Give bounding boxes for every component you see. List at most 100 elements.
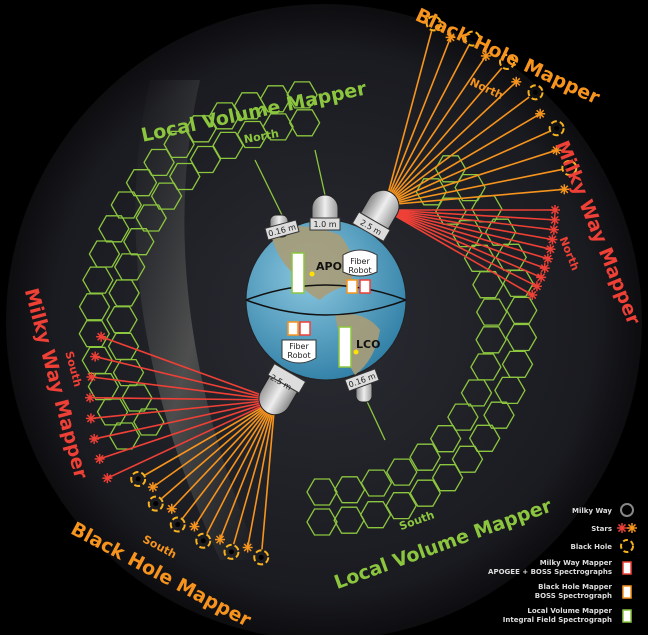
star-icon [90,434,99,443]
star-icon [97,332,106,341]
black-hole-core [504,59,510,65]
hexagon-field [135,204,167,232]
hexagon-field [185,115,217,143]
hexagon-field [262,113,294,141]
fiber-line [384,209,549,260]
fiber-line [246,399,276,548]
lvm-spectrograph-lco [338,326,352,368]
star-icon [536,109,545,118]
fiber-line [99,399,276,460]
hexagon-field [501,350,534,378]
black-hole-icon [253,549,270,566]
lvm-fiber-line [363,394,386,441]
black-hole-icon [527,84,544,101]
black-hole-icon [130,471,147,487]
hexagon-field [386,458,418,486]
fiber-line [161,399,276,500]
site-label-lco: LCO [356,338,380,351]
hexagon-field [189,145,222,174]
black-hole-core [135,476,141,482]
star-icon [512,77,521,86]
telescope-apo-0.16m: 0.16 m [264,214,300,241]
fiber-line [384,67,503,206]
telescope-lco-2.5m [258,362,307,416]
hexagon-field [288,109,321,137]
fiber-line [193,399,276,527]
black-hole-icon [548,120,565,137]
lvm-spectrograph-apo [291,252,305,294]
star-icon [617,523,627,533]
fiber-line [384,96,530,206]
fiber-line [219,399,276,540]
hexagon-field [409,479,442,507]
star-icon [95,454,104,463]
star-icon [87,372,96,382]
black-hole-icon [561,159,578,176]
star-icon [481,51,490,60]
fiber-line [100,335,276,401]
star-icon [243,543,252,552]
hexagon-field [475,326,507,354]
black-hole-icon [169,516,186,533]
fiber-line [384,113,541,206]
fiber-line [384,209,542,279]
star-icon [552,146,561,155]
hexagon-field [483,401,515,429]
fiber-line [384,209,554,231]
fiber-line [384,55,487,206]
black-hole-icon [223,543,240,560]
star-icon [627,523,637,533]
legend-label: Stars [591,525,612,533]
fiber-line [90,396,276,401]
star-icon [148,483,157,492]
star-icon [543,254,552,263]
fiber-line [384,209,538,288]
star-icon [85,393,95,402]
hexagon-field [451,445,484,473]
targets [85,15,637,566]
black-hole-core [431,20,437,26]
black-hole-core [258,554,264,560]
star-icon [550,205,560,215]
legend-label: Milky Way Mapper [540,559,613,567]
fiber-line [384,168,562,206]
telescope-lco-0.16m: 0.16 m [344,368,380,403]
star-icon [86,414,95,423]
spectrograph-red-icon [622,561,632,575]
hexagon-field [112,358,145,387]
fiber-line [94,355,276,401]
fiber-line [171,399,276,510]
star-icon [549,225,558,234]
black-hole-icon [147,495,164,512]
fiber-line [384,209,551,250]
legend-label: Milky Way [572,507,612,515]
black-hole-icon [425,15,442,32]
hexagon-field [123,228,155,256]
star-icon [560,185,569,194]
fiber-line [384,130,550,206]
hexagon-field [163,130,195,159]
black-hole-icon [464,30,481,47]
black-hole-icon [620,539,634,553]
legend-label: Integral Field Spectrograph [503,616,612,624]
hexagon-field [133,408,165,436]
black-hole-core [566,165,572,171]
legend-label: Black Hole [570,543,612,551]
robot-label: Robot [287,351,310,360]
milky-way-band [135,80,260,560]
hexagon-field [107,332,140,361]
apo-site-marker [309,271,315,277]
hexagon-field [429,425,462,453]
fiber-line [384,30,433,206]
hexagon-field [494,376,526,405]
hexagon-field [460,379,493,407]
hexagon-field [385,492,417,520]
fiber-line [384,45,470,206]
star-icon [546,245,555,254]
star-icon [537,273,546,282]
fiber-line [384,209,533,296]
black-hole-core [153,501,159,507]
lco-site-marker [353,349,359,355]
robot-label: Fiber [350,257,370,266]
hexagon-field [286,81,318,109]
